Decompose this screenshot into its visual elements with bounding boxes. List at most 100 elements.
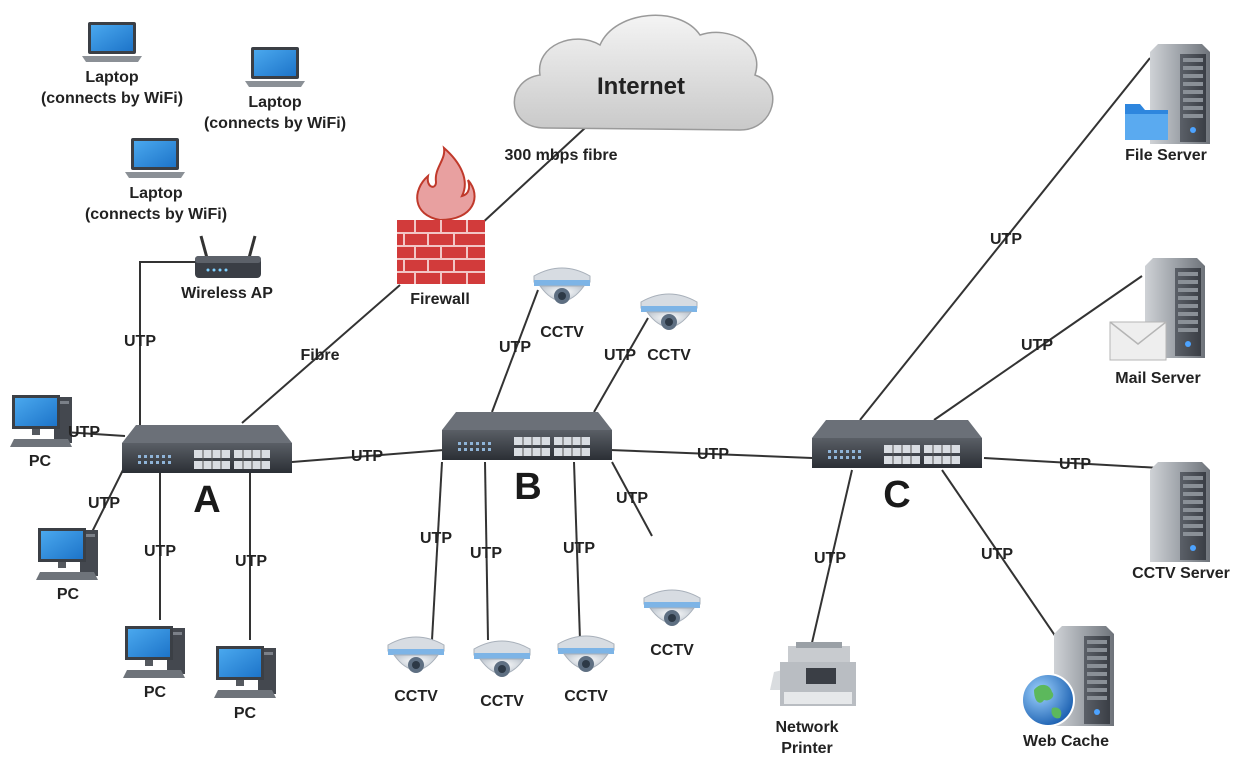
laptop-2-label: Laptop: [248, 94, 302, 111]
switch-c-label: C: [883, 474, 910, 516]
cctv-camera-icon: [473, 640, 531, 678]
globe-icon: [1021, 673, 1075, 727]
cctv-3: CCTV: [387, 636, 445, 705]
pc-1-label: PC: [29, 453, 52, 470]
cctv-camera-icon: [387, 636, 445, 674]
link-cctv1-switch-b: [491, 289, 539, 413]
switch-a-label: A: [193, 479, 220, 521]
cctv-4: CCTV: [473, 640, 531, 710]
folder-icon: [1125, 104, 1168, 140]
firewall: Firewall: [397, 145, 485, 308]
cctv-5: CCTV: [557, 635, 615, 705]
pc-4: PC: [214, 646, 276, 722]
web-cache-link-label: UTP: [981, 546, 1013, 563]
internet-link-label: 300 mbps fibre: [505, 147, 618, 164]
mail-server-link-label: UTP: [1021, 337, 1053, 354]
cctv-server-link-label: UTP: [1059, 456, 1091, 473]
link-ap-switch-a: [139, 261, 198, 425]
pc-3-label: PC: [144, 684, 167, 701]
mail-server-label: Mail Server: [1115, 370, 1200, 387]
link-pc2-switch-a: [87, 469, 124, 541]
laptop-icon: [245, 47, 305, 87]
cctv-1-label: CCTV: [540, 324, 584, 341]
switch-c: C: [811, 419, 983, 516]
link-firewall-switch-a: [241, 284, 401, 424]
pc-2-label: PC: [57, 586, 80, 603]
cctv-1: CCTV: [533, 267, 591, 341]
internet-cloud: Internet: [513, 14, 774, 131]
wireless-ap: Wireless AP: [181, 235, 273, 302]
flame-icon: [416, 145, 476, 222]
cctv-3-label: CCTV: [394, 688, 438, 705]
firewall-label: Firewall: [410, 291, 470, 308]
brick-wall-icon: [397, 220, 485, 284]
pc-2: PC: [36, 528, 98, 603]
laptop-1-label: Laptop: [85, 69, 139, 86]
laptop-1: Laptop (connects by WiFi): [41, 22, 183, 107]
file-server-link-label: UTP: [990, 231, 1022, 248]
cctv-1-link-label: UTP: [499, 339, 531, 356]
switch-a-b-link-label: UTP: [351, 448, 383, 465]
laptop-3-label: Laptop: [129, 185, 183, 202]
laptop-3-sublabel: (connects by WiFi): [85, 206, 227, 223]
cctv-camera-icon: [640, 293, 698, 331]
network-printer: Network Printer: [770, 642, 856, 757]
cctv-4-label: CCTV: [480, 693, 524, 710]
link-printer-switch-c: [807, 469, 853, 661]
cctv-5-link-label: UTP: [563, 540, 595, 557]
link-pc1-switch-a: [63, 431, 126, 437]
printer-link-label: UTP: [814, 550, 846, 567]
desktop-computer-icon: [123, 626, 185, 678]
cctv-camera-icon: [643, 589, 701, 627]
file-server-label: File Server: [1125, 147, 1207, 164]
desktop-computer-icon: [36, 528, 98, 580]
laptop-icon: [82, 22, 142, 62]
network-switch-icon: [811, 419, 983, 469]
link-cctv4-switch-b: [484, 461, 489, 641]
pc-1: PC: [10, 395, 72, 470]
cctv-camera-icon: [533, 267, 591, 305]
envelope-icon: [1109, 321, 1167, 361]
cctv-6-link-label: UTP: [616, 490, 648, 507]
pc-3: PC: [123, 626, 185, 701]
web-cache: Web Cache: [1021, 626, 1114, 750]
pc-3-link-label: UTP: [144, 543, 176, 560]
wireless-ap-label: Wireless AP: [181, 285, 273, 302]
link-switch-b-c: [609, 449, 813, 459]
cctv-6-label: CCTV: [650, 642, 694, 659]
printer-label: Network: [775, 719, 838, 736]
switch-b-label: B: [514, 466, 541, 508]
laptop-icon: [125, 138, 185, 178]
network-switch-icon: [121, 424, 293, 474]
link-cctv6-switch-b: [611, 461, 653, 537]
internet-label: Internet: [597, 73, 685, 100]
link-web-cache-switch-c: [941, 469, 1059, 641]
pc-1-link-label: UTP: [68, 424, 100, 441]
pc-4-link-label: UTP: [235, 553, 267, 570]
cctv-6: CCTV: [643, 589, 701, 659]
cctv-camera-icon: [557, 635, 615, 673]
printer-sublabel: Printer: [781, 740, 833, 757]
switch-a: A: [121, 424, 293, 521]
cctv-5-label: CCTV: [564, 688, 608, 705]
link-mail-server-switch-c: [933, 275, 1143, 421]
ap-link-label: UTP: [124, 333, 156, 350]
cctv-2-label: CCTV: [647, 347, 691, 364]
laptop-2-sublabel: (connects by WiFi): [204, 115, 346, 132]
cctv-server: CCTV Server: [1132, 462, 1230, 582]
cctv-3-link-label: UTP: [420, 530, 452, 547]
mail-server: Mail Server: [1109, 258, 1205, 387]
cctv-2: CCTV: [640, 293, 698, 364]
web-cache-label: Web Cache: [1023, 733, 1109, 750]
laptop-3: Laptop (connects by WiFi): [85, 138, 227, 223]
network-switch-icon: [441, 411, 613, 461]
link-cctv2-switch-b: [593, 317, 649, 413]
pc-2-link-label: UTP: [88, 495, 120, 512]
pc-4-label: PC: [234, 705, 257, 722]
link-cctv3-switch-b: [431, 461, 443, 641]
cctv-2-link-label: UTP: [604, 347, 636, 364]
router-icon: [195, 235, 261, 278]
laptop-1-sublabel: (connects by WiFi): [41, 90, 183, 107]
cctv-4-link-label: UTP: [470, 545, 502, 562]
